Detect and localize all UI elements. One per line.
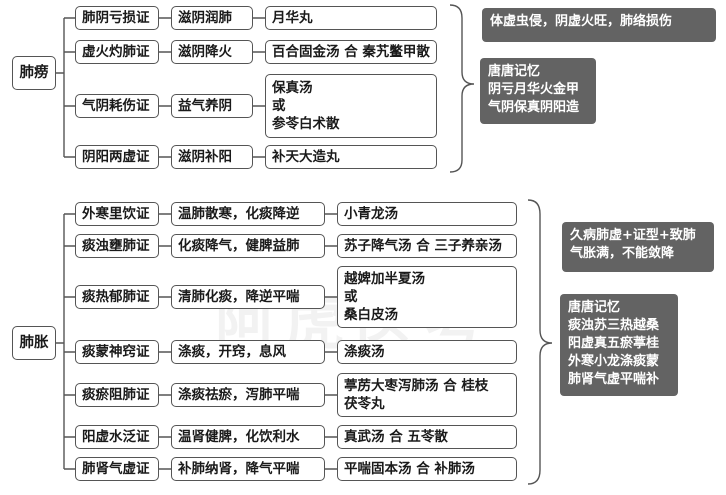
- method-label: 滋阴降火: [178, 44, 232, 60]
- method-node: 清肺化痰，降逆平喘: [171, 285, 325, 309]
- memory-box-top: 唐唐记忆 阴亏月华火金甲 气阴保真阴阳造: [480, 58, 596, 124]
- formula-node: 葶苈大枣泻肺汤 合 桂枝 茯苓丸: [337, 373, 517, 417]
- formula-label: 涤痰汤: [344, 344, 385, 360]
- formula-line: 越婢加半夏汤: [344, 271, 425, 287]
- method-node: 涤痰祛瘀，泻肺平喘: [171, 383, 325, 407]
- formula-label: 补天大造丸: [272, 149, 340, 165]
- top-brace: [449, 4, 475, 173]
- root-node-bottom: 肺胀: [12, 326, 56, 360]
- memory-line: 肺肾气虚平喘补: [568, 372, 660, 387]
- formula-node: 真武汤 合 五苓散: [337, 425, 517, 449]
- syndrome-node: 痰浊壅肺证: [75, 234, 159, 258]
- memory-line: 唐唐记忆: [568, 300, 621, 315]
- formula-line: 茯苓丸: [344, 396, 385, 412]
- syndrome-node: 虚火灼肺证: [75, 40, 159, 64]
- formula-label: 平喘固本汤 合 补肺汤: [344, 461, 475, 477]
- method-label: 温肺散寒，化痰降逆: [178, 206, 300, 222]
- syndrome-label: 痰浊壅肺证: [82, 238, 150, 254]
- method-node: 温肾健脾，化饮利水: [171, 425, 325, 449]
- syndrome-label: 气阴耗伤证: [82, 98, 150, 114]
- memory-line: 唐唐记忆: [488, 64, 541, 79]
- formula-label: 小青龙汤: [344, 206, 398, 222]
- syndrome-node: 外寒里饮证: [75, 202, 159, 226]
- formula-node: 月华丸: [265, 6, 437, 30]
- formula-node: 小青龙汤: [337, 202, 517, 226]
- method-label: 滋阴润肺: [178, 10, 232, 26]
- note-line: 体虚虫侵，阴虚火旺，肺络损伤: [490, 14, 673, 29]
- method-node: 滋阴润肺: [171, 6, 253, 30]
- top-links: [159, 17, 265, 158]
- formula-node: 补天大造丸: [265, 145, 437, 169]
- syndrome-node: 阳虚水泛证: [75, 425, 159, 449]
- method-label: 清肺化痰，降逆平喘: [178, 289, 300, 305]
- memory-line: 痰浊苏三热越桑: [568, 318, 660, 333]
- method-label: 涤痰祛瘀，泻肺平喘: [178, 387, 300, 403]
- method-node: 化痰降气，健脾益肺: [171, 234, 325, 258]
- formula-node: 苏子降气汤 合 三子养亲汤: [337, 234, 517, 258]
- formula-line: 保真汤: [272, 80, 313, 96]
- note-box-top: 体虚虫侵，阴虚火旺，肺络损伤: [482, 8, 716, 42]
- method-node: 温肺散寒，化痰降逆: [171, 202, 325, 226]
- syndrome-node: 阴阳两虚证: [75, 145, 159, 169]
- syndrome-label: 肺肾气虚证: [82, 461, 150, 477]
- bottom-brace: [527, 199, 553, 485]
- syndrome-label: 痰瘀阻肺证: [82, 387, 150, 403]
- syndrome-label: 外寒里饮证: [82, 206, 150, 222]
- formula-node: 平喘固本汤 合 补肺汤: [337, 457, 517, 481]
- method-label: 涤痰，开窍，息风: [178, 344, 286, 360]
- formula-label: 百合固金汤 合 秦艽鳖甲散: [272, 44, 430, 60]
- memory-line: 气阴保真阴阳造: [488, 100, 580, 115]
- note-line: 气胀满，不能敛降: [570, 246, 675, 261]
- formula-line: 葶苈大枣泻肺汤 合 桂枝: [344, 378, 489, 394]
- root-node-top: 肺痨: [12, 56, 56, 90]
- formula-node: 涤痰汤: [337, 340, 517, 364]
- formula-label: 真武汤 合 五苓散: [344, 429, 448, 445]
- root-label: 肺胀: [19, 335, 49, 351]
- syndrome-node: 痰瘀阻肺证: [75, 383, 159, 407]
- method-node: 益气养阴: [171, 94, 253, 118]
- method-label: 补肺纳肾，降气平喘: [178, 461, 300, 477]
- syndrome-label: 肺阴亏损证: [82, 10, 150, 26]
- bottom-trunk: [56, 213, 75, 470]
- formula-line: 或: [272, 98, 286, 114]
- formula-line: 或: [344, 289, 358, 305]
- syndrome-label: 虚火灼肺证: [82, 44, 150, 60]
- formula-label: 苏子降气汤 合 三子养亲汤: [344, 238, 502, 254]
- syndrome-node: 肺肾气虚证: [75, 457, 159, 481]
- syndrome-node: 痰热郁肺证: [75, 285, 159, 309]
- syndrome-node: 痰蒙神窍证: [75, 340, 159, 364]
- formula-node: 百合固金汤 合 秦艽鳖甲散: [265, 40, 437, 64]
- syndrome-label: 阳虚水泛证: [82, 429, 150, 445]
- memory-line: 外寒小龙涤痰蒙: [568, 354, 660, 369]
- formula-line: 桑白皮汤: [344, 307, 398, 323]
- top-trunk: [56, 17, 75, 158]
- note-box-bottom: 久病肺虚+证型+致肺 气胀满，不能敛降: [562, 222, 714, 272]
- method-node: 滋阴补阳: [171, 145, 253, 169]
- formula-node: 越婢加半夏汤 或 桑白皮汤: [337, 266, 517, 328]
- method-node: 涤痰，开窍，息风: [171, 340, 325, 364]
- root-label: 肺痨: [19, 65, 49, 81]
- syndrome-node: 肺阴亏损证: [75, 6, 159, 30]
- memory-line: 阳虚真五瘀葶桂: [568, 336, 660, 351]
- formula-line: 参苓白术散: [272, 116, 340, 132]
- syndrome-label: 痰热郁肺证: [82, 289, 150, 305]
- syndrome-label: 阴阳两虚证: [82, 149, 150, 165]
- method-node: 滋阴降火: [171, 40, 253, 64]
- syndrome-label: 痰蒙神窍证: [82, 344, 150, 360]
- method-node: 补肺纳肾，降气平喘: [171, 457, 325, 481]
- formula-label: 月华丸: [272, 10, 313, 26]
- formula-node: 保真汤 或 参苓白术散: [265, 74, 437, 138]
- method-label: 化痰降气，健脾益肺: [178, 238, 300, 254]
- memory-line: 阴亏月华火金甲: [488, 82, 580, 97]
- note-line: 久病肺虚+证型+致肺: [570, 228, 696, 243]
- method-label: 温肾健脾，化饮利水: [178, 429, 300, 445]
- method-label: 益气养阴: [178, 98, 232, 114]
- bottom-links: [159, 213, 337, 470]
- memory-box-bottom: 唐唐记忆 痰浊苏三热越桑 阳虚真五瘀葶桂 外寒小龙涤痰蒙 肺肾气虚平喘补: [560, 294, 678, 396]
- syndrome-node: 气阴耗伤证: [75, 94, 159, 118]
- method-label: 滋阴补阳: [178, 149, 232, 165]
